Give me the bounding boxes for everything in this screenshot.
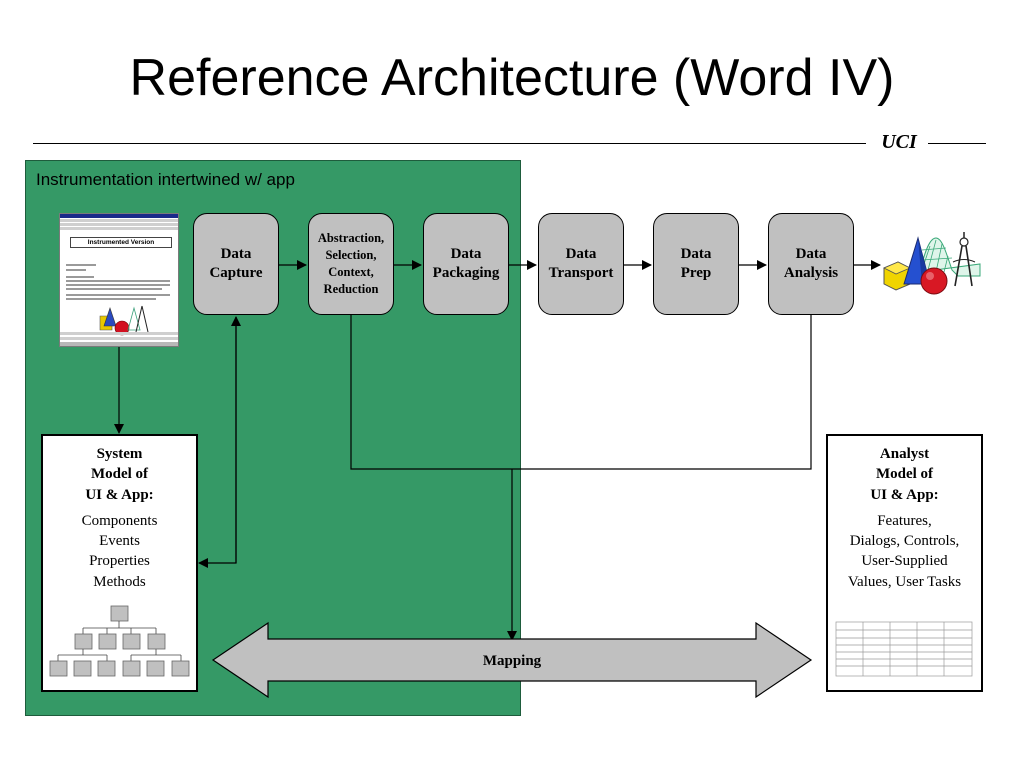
data-transport-box: Data Transport — [538, 213, 624, 315]
analyst-model-item: Features, — [877, 512, 932, 529]
system-model-item: Methods — [93, 573, 146, 590]
system-model-items: Components Events Properties Methods — [43, 511, 196, 592]
analyst-model-box: Analyst Model of UI & App: Features, Dia… — [826, 434, 983, 692]
page-title: Reference Architecture (Word IV) — [129, 49, 895, 107]
analyst-model-item: User-Supplied — [861, 553, 948, 570]
document-title: Instrumented Version — [70, 237, 172, 248]
system-model-heading: System Model of UI & App: — [85, 446, 154, 503]
analyst-model-item: Values, User Tasks — [847, 573, 962, 590]
uci-label: UCI — [881, 131, 917, 153]
mapping-double-arrow — [211, 621, 813, 699]
data-analysis-box: Data Analysis — [768, 213, 854, 315]
analyst-model-heading: Analyst Model of UI & App: — [870, 446, 939, 503]
mapping-label: Mapping — [482, 653, 542, 669]
analyst-model-item: Dialogs, Controls, — [849, 533, 960, 549]
analysis-shapes-icon — [883, 232, 981, 295]
data-capture-box: Data Capture — [193, 213, 279, 315]
abstraction-box: Abstraction, Selection, Context, Reducti… — [308, 213, 394, 315]
data-packaging-box: Data Packaging — [423, 213, 509, 315]
title-divider-left — [33, 143, 866, 144]
analyst-model-items: Features, Dialogs, Controls, User-Suppli… — [828, 511, 981, 592]
system-model-box: System Model of UI & App: Components Eve… — [41, 434, 198, 692]
system-model-item: Components — [81, 512, 158, 529]
system-model-item: Properties — [89, 553, 150, 570]
document-shapes-icon — [99, 305, 149, 336]
data-prep-box: Data Prep — [653, 213, 739, 315]
title-divider-right — [928, 143, 986, 144]
instrumentation-region-label: Instrumentation intertwined w/ app — [36, 170, 295, 189]
instrumented-document-thumbnail: Instrumented Version — [59, 213, 179, 347]
system-model-item: Events — [99, 533, 140, 549]
